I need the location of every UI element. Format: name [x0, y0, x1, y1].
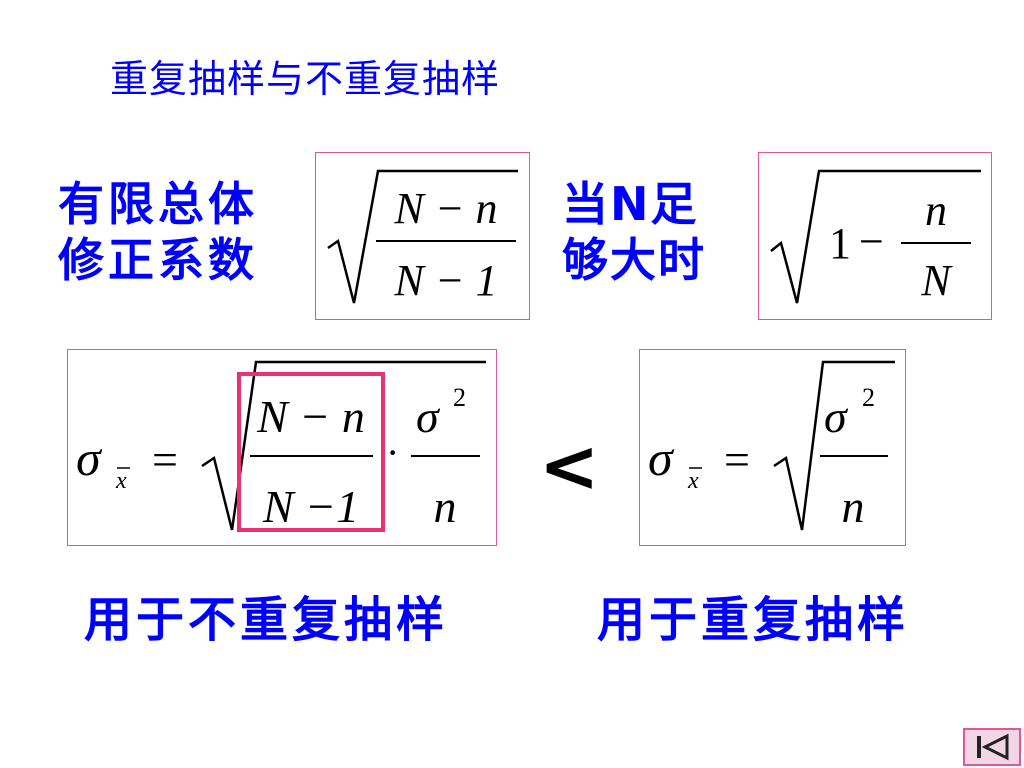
repeated-se-formula-box: σ x = σ 2 n: [639, 349, 906, 546]
sqrt-sign: [773, 360, 895, 531]
denominator: n: [842, 481, 865, 532]
numerator: N − n: [393, 184, 497, 233]
sqrt-sign: [327, 169, 518, 304]
subscript: x: [687, 468, 699, 494]
less-than-sign: <: [539, 424, 600, 508]
minus-sign: −: [859, 217, 884, 266]
denominator: N −1: [262, 481, 359, 532]
nonrepeated-se-formula: σ x = N − n N −1 · σ 2 n: [76, 360, 486, 532]
nonrepeated-se-formula-box: σ x = N − n N −1 · σ 2 n: [67, 349, 497, 546]
fpc-formula: N − n N − 1: [327, 169, 518, 305]
slide-title: 重复抽样与不重复抽样: [110, 57, 501, 101]
label-finite-population-correction: 有限总体 修正系数: [58, 176, 288, 288]
denominator: N: [920, 256, 953, 305]
subscript: x: [115, 468, 127, 494]
equals-sign: =: [152, 434, 178, 485]
label-repeated-sampling: 用于重复抽样: [597, 592, 910, 648]
first-slide-button[interactable]: [963, 728, 1021, 766]
equals-sign: =: [724, 434, 750, 485]
label-line: 有限总体: [58, 177, 258, 231]
numerator-sigma: σ: [416, 391, 441, 442]
numerator-sigma: σ: [824, 391, 849, 442]
superscript: 2: [453, 383, 466, 412]
denominator: N − 1: [393, 256, 497, 305]
label-line: 当N足: [562, 177, 699, 231]
label-nonrepeated-sampling: 用于不重复抽样: [84, 592, 449, 648]
label-line: 够大时: [562, 233, 706, 287]
sigma: σ: [76, 430, 103, 486]
label-line: 修正系数: [58, 233, 258, 287]
multiply-dot: ·: [386, 430, 399, 475]
sqrt-sign: [770, 169, 981, 304]
denominator: n: [434, 481, 457, 532]
numerator: n: [925, 186, 947, 235]
numerator: N − n: [256, 391, 365, 442]
correction-factor-highlight: [237, 372, 385, 532]
first-slide-icon: [977, 733, 1009, 761]
repeated-se-formula: σ x = σ 2 n: [648, 360, 895, 532]
label-when-n-large: 当N足 够大时: [562, 176, 742, 288]
one: 1: [829, 219, 851, 268]
approx-formula-box: 1 − n N: [758, 152, 992, 320]
approx-formula: 1 − n N: [770, 169, 981, 305]
superscript: 2: [862, 383, 875, 412]
sigma: σ: [648, 430, 675, 486]
fpc-formula-box: N − n N − 1: [315, 152, 530, 320]
sqrt-sign: [201, 360, 486, 531]
